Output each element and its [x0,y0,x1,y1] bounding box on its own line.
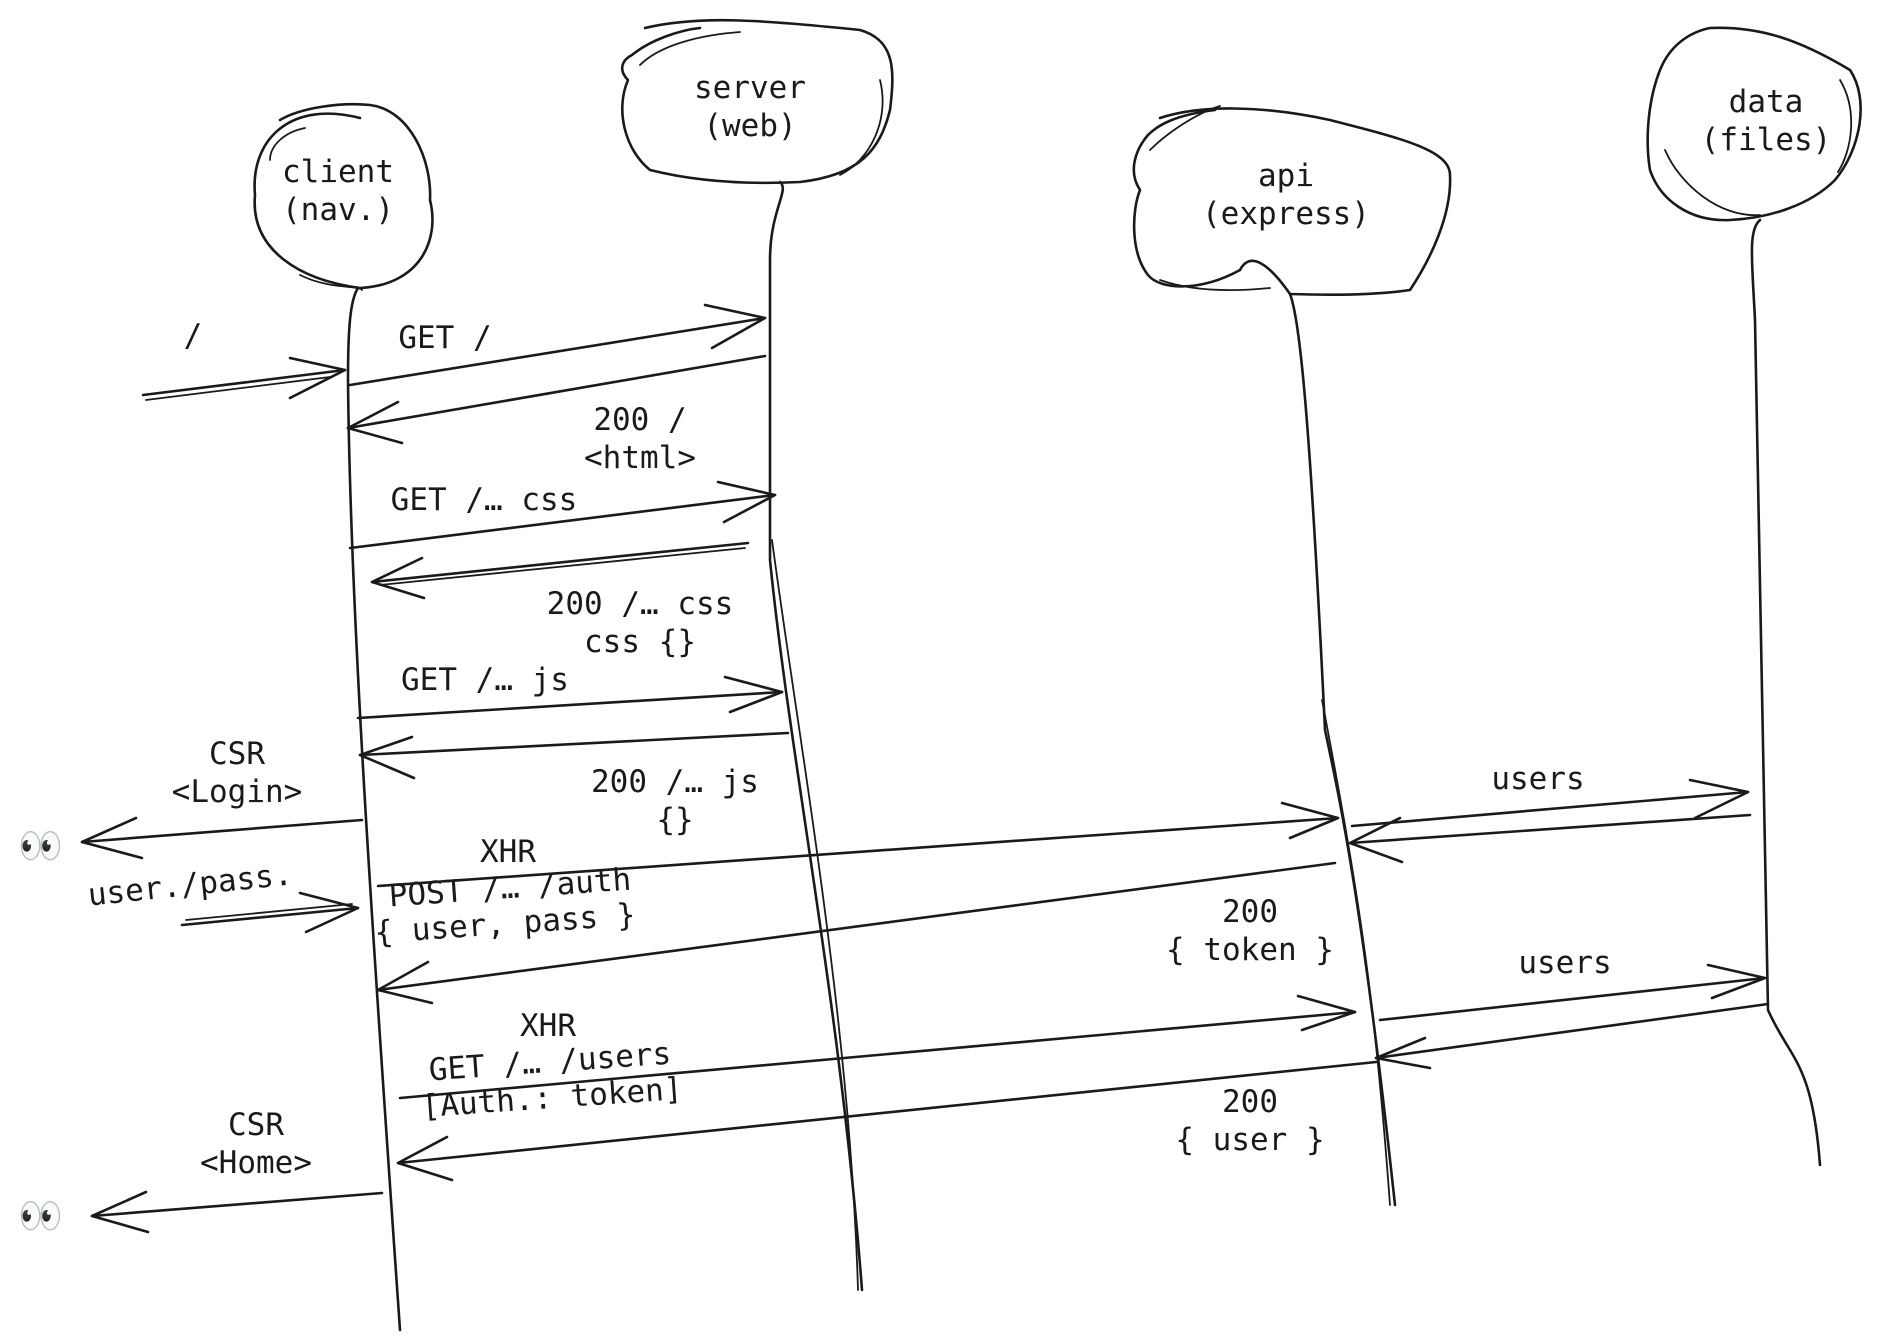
message-200-js: 200 /… js {} [358,731,790,838]
message-200-js-line1: 200 /… js [591,764,759,800]
message-csr-home-line1: CSR [228,1107,284,1143]
participant-data-label: data (files) [1701,84,1832,158]
message-userpass: user./pass. [86,856,360,934]
message-200-user-line2: { user } [1175,1122,1324,1158]
message-200-html: 200 / <html> [346,354,767,476]
participant-client-label: client (nav.) [282,154,394,228]
message-csr-login-line1: CSR [209,736,265,772]
participant-server-sub: (web) [703,108,796,144]
participant-api-name: api [1258,158,1314,194]
participant-client-head [253,102,434,291]
message-csr-login-line2: <Login> [172,774,303,810]
participant-server-label: server (web) [694,70,806,144]
message-get-css-label: GET /… css [391,482,578,518]
message-get-root: GET / [348,303,767,387]
participant-api-label: api (express) [1202,158,1370,232]
message-200-token-line1: 200 [1222,894,1278,930]
message-xhr-post-line1: XHR [480,834,536,870]
message-200-css-line1: 200 /… css [547,586,734,622]
participant-data-head [1646,26,1862,222]
message-csr-home: CSR <Home> [90,1107,384,1234]
message-200-html-line1: 200 / [593,402,686,438]
message-users-1-return [1348,813,1752,864]
message-users-2: users [1378,945,1767,1022]
participant-data-sub: (files) [1701,122,1832,158]
message-200-token-line2: { token } [1166,932,1334,968]
lifeline-client [346,286,402,1332]
lifeline-data [1750,218,1822,1167]
participant-client-sub: (nav.) [282,192,394,228]
message-userpass-label: user./pass. [86,856,294,913]
message-200-js-line2: {} [656,802,693,838]
message-200-token: 200 { token } [376,861,1337,1005]
message-users-2-label: users [1518,945,1611,981]
lifeline-server [768,180,864,1292]
message-200-user: 200 { user } [396,1060,1378,1182]
message-slash-label: / [184,318,203,354]
message-200-user-line1: 200 [1222,1084,1278,1120]
message-users-1: users [1350,761,1750,828]
message-xhr-get-line1: XHR [520,1008,576,1044]
participant-client-name: client [282,154,394,190]
lifeline-api [1288,292,1397,1207]
message-xhr-post: XHR POST /… /auth { user, pass } [373,801,1340,951]
participant-api-sub: (express) [1202,196,1370,232]
eyes-icon: 👀 [18,826,63,867]
message-get-root-label: GET / [398,320,491,356]
message-get-js-label: GET /… js [401,662,569,698]
message-get-css: GET /… css [348,480,777,550]
message-users-1-label: users [1491,761,1584,797]
message-200-html-line2: <html> [584,440,696,476]
eyes-icon: 👀 [18,1196,63,1237]
message-slash: / [141,318,347,401]
message-200-css: 200 /… css css {} [370,541,750,660]
message-csr-home-line2: <Home> [200,1145,312,1181]
message-users-2-return [1374,1002,1770,1070]
message-200-css-line2: css {} [584,624,696,660]
message-get-js: GET /… js [356,662,784,720]
message-xhr-get: XHR GET /… /users [Auth.: token] [398,994,1357,1125]
participant-server-name: server [694,70,806,106]
participant-data-name: data [1729,84,1804,120]
message-csr-login: CSR <Login> [80,736,364,860]
